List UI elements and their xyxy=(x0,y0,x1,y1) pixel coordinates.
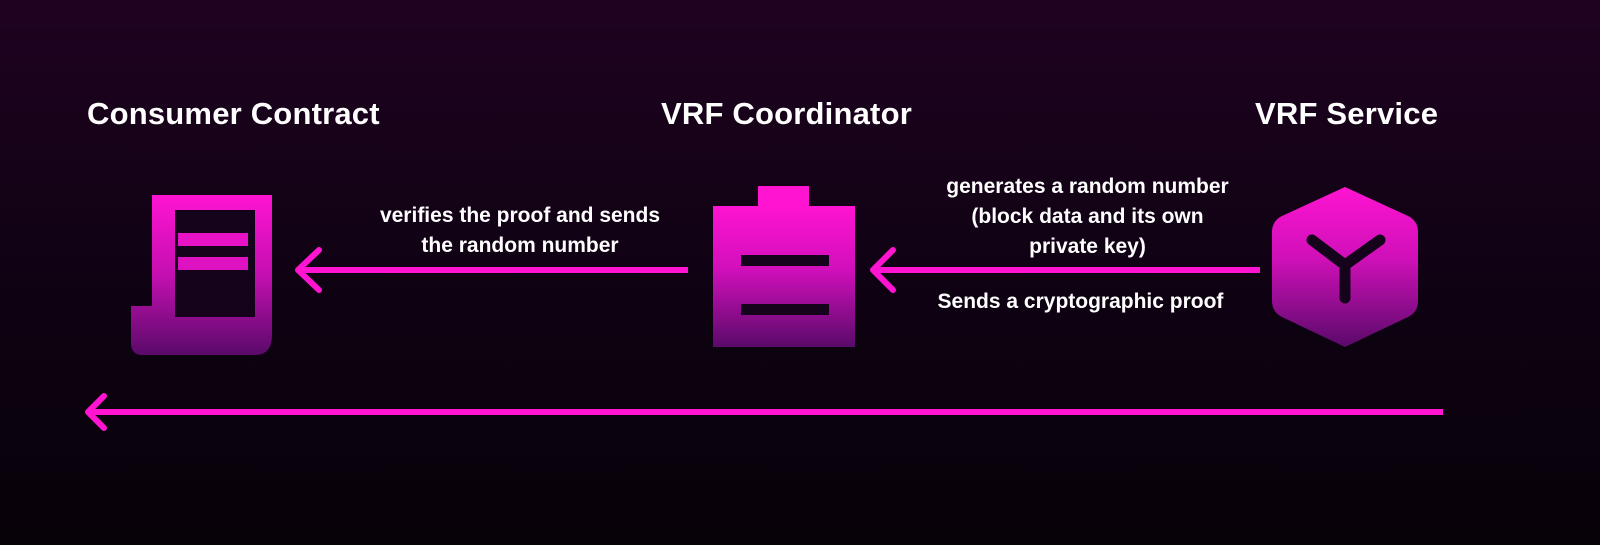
vrf-service-title: VRF Service xyxy=(1255,96,1439,131)
consumer-contract-title: Consumer Contract xyxy=(87,96,380,131)
service-generates-label: generates a random number (block data an… xyxy=(946,175,1229,258)
coordinator-to-consumer-label: verifies the proof and sends the random … xyxy=(379,204,661,257)
vrf-coordinator-title: VRF Coordinator xyxy=(661,96,912,131)
hexagon-cube-icon xyxy=(1272,187,1418,347)
document-scroll-icon xyxy=(131,195,272,355)
arrow-service-to-consumer xyxy=(85,393,1443,431)
service-sends-proof-label: Sends a cryptographic proof xyxy=(937,290,1224,313)
arrow-service-to-coordinator xyxy=(870,247,1260,293)
clipboard-icon xyxy=(713,186,855,347)
arrow-coordinator-to-consumer xyxy=(295,247,688,293)
